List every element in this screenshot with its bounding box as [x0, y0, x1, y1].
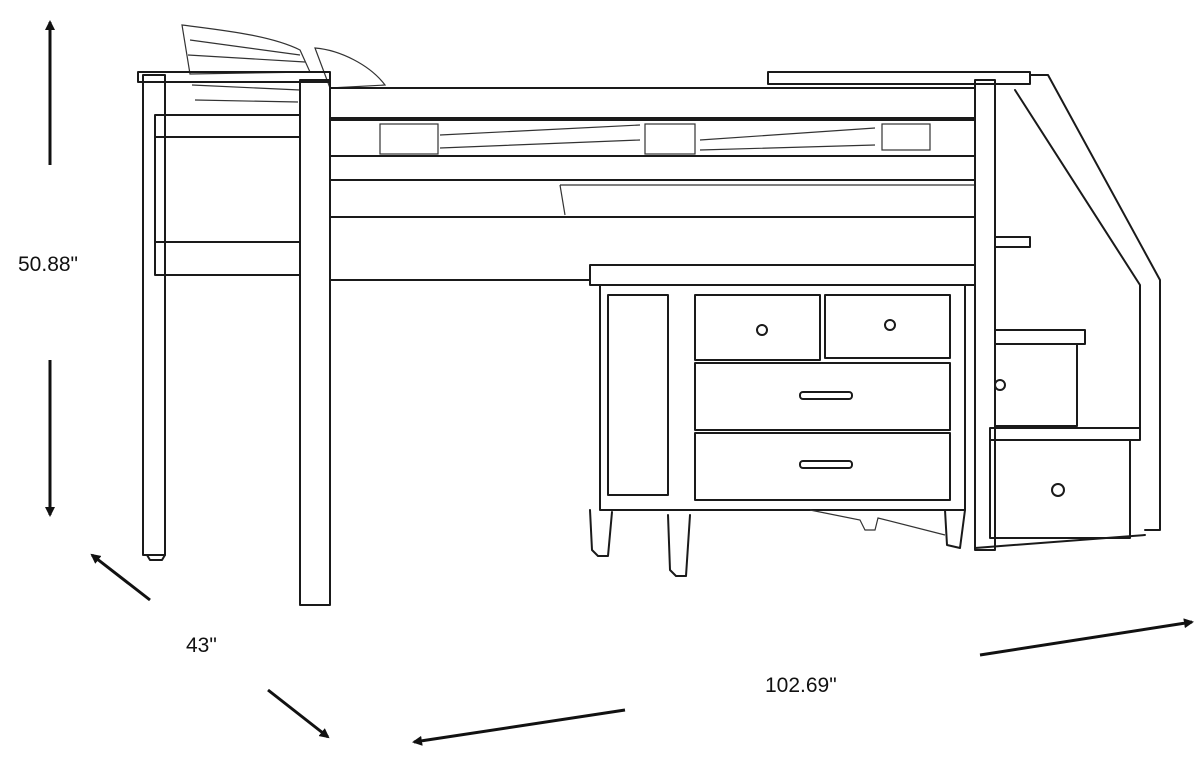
width-arrow [412, 618, 1194, 746]
dresser [589, 264, 976, 577]
depth-label: 43" [186, 634, 217, 657]
height-label: 50.88" [18, 253, 79, 276]
stairs [974, 74, 1161, 549]
width-label: 102.69" [765, 674, 837, 697]
depth-arrow [90, 553, 330, 739]
pillows [181, 24, 387, 103]
loft-bed-frame [137, 71, 1031, 606]
